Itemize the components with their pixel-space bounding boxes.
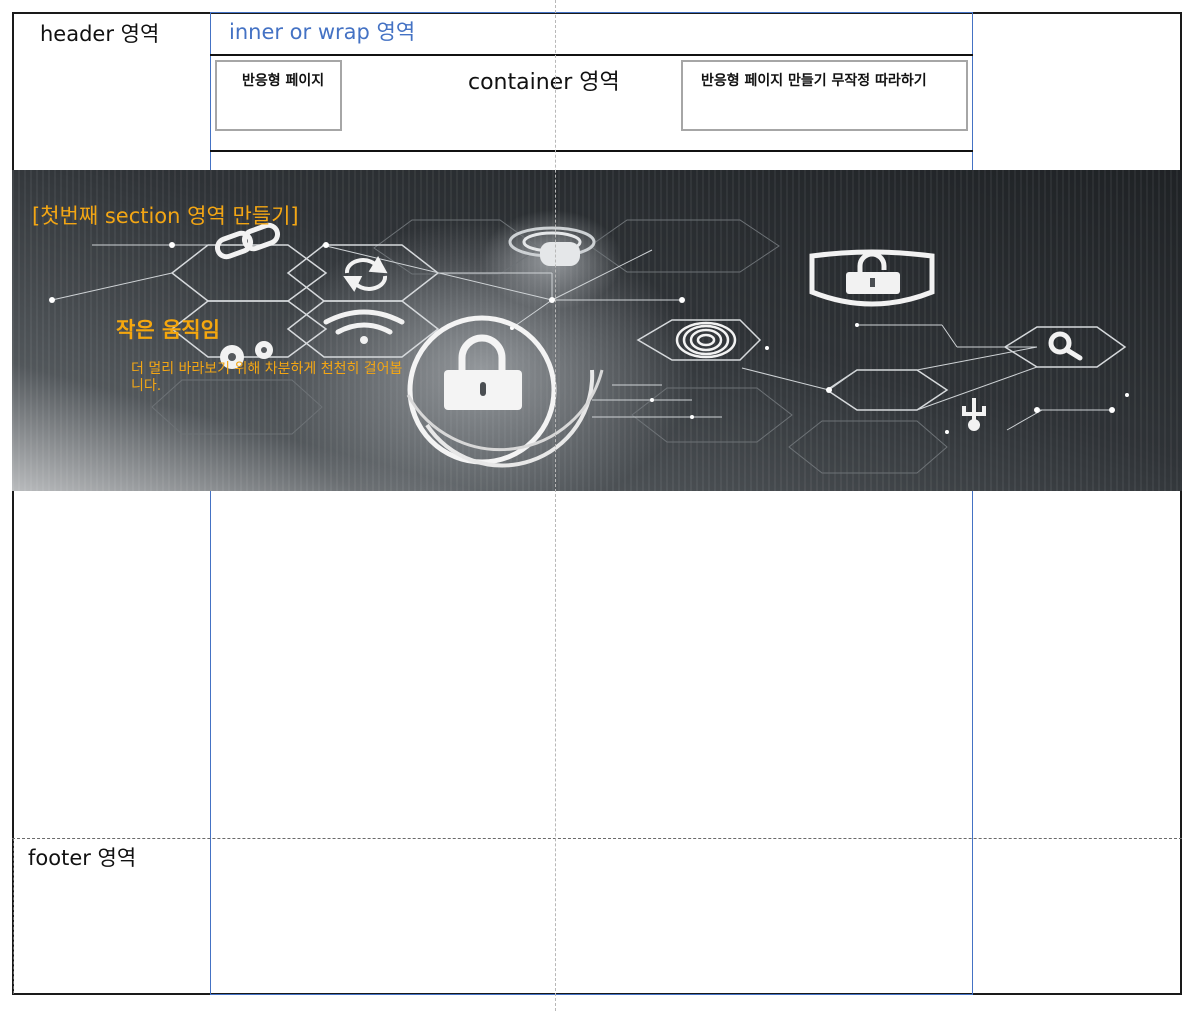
center-guide-line (555, 0, 556, 1011)
responsive-page-box (215, 60, 342, 131)
usb-icon (962, 398, 986, 431)
responsive-guide-label: 반응형 페이지 만들기 무작정 따라하기 (701, 73, 927, 89)
responsive-guide-box (681, 60, 968, 131)
header-area-label: header 영역 (40, 22, 160, 46)
footer-divider (12, 838, 1182, 839)
section-description: 더 멀리 바라보기 위해 차분하게 천천히 걸어봅니다. (131, 361, 403, 394)
inner-wrap-area (210, 12, 973, 995)
gear-icon (220, 341, 273, 369)
first-section-banner: [첫번째 section 영역 만들기] 작은 움직임 더 멀리 바라보기 위해… (12, 170, 1182, 491)
magnifier-icon (1048, 331, 1083, 361)
touch-icon (508, 226, 596, 266)
container-area (210, 54, 973, 152)
container-area-label: container 영역 (468, 70, 620, 95)
footer-area-label: footer 영역 (28, 846, 137, 870)
shield-lock-icon (809, 249, 935, 307)
footer-left-edge (13, 838, 14, 994)
inner-area-label: inner or wrap 영역 (229, 20, 416, 44)
section-title: [첫번째 section 영역 만들기] (32, 204, 299, 228)
chain-link-icon (214, 222, 281, 260)
section-subtitle: 작은 움직임 (116, 318, 220, 342)
responsive-page-label: 반응형 페이지 (242, 73, 325, 89)
wifi-icon (323, 309, 405, 344)
fingerprint-icon (675, 321, 737, 359)
refresh-icon (343, 255, 388, 292)
padlock-icon (406, 315, 604, 468)
security-network-illustration (12, 170, 1182, 491)
